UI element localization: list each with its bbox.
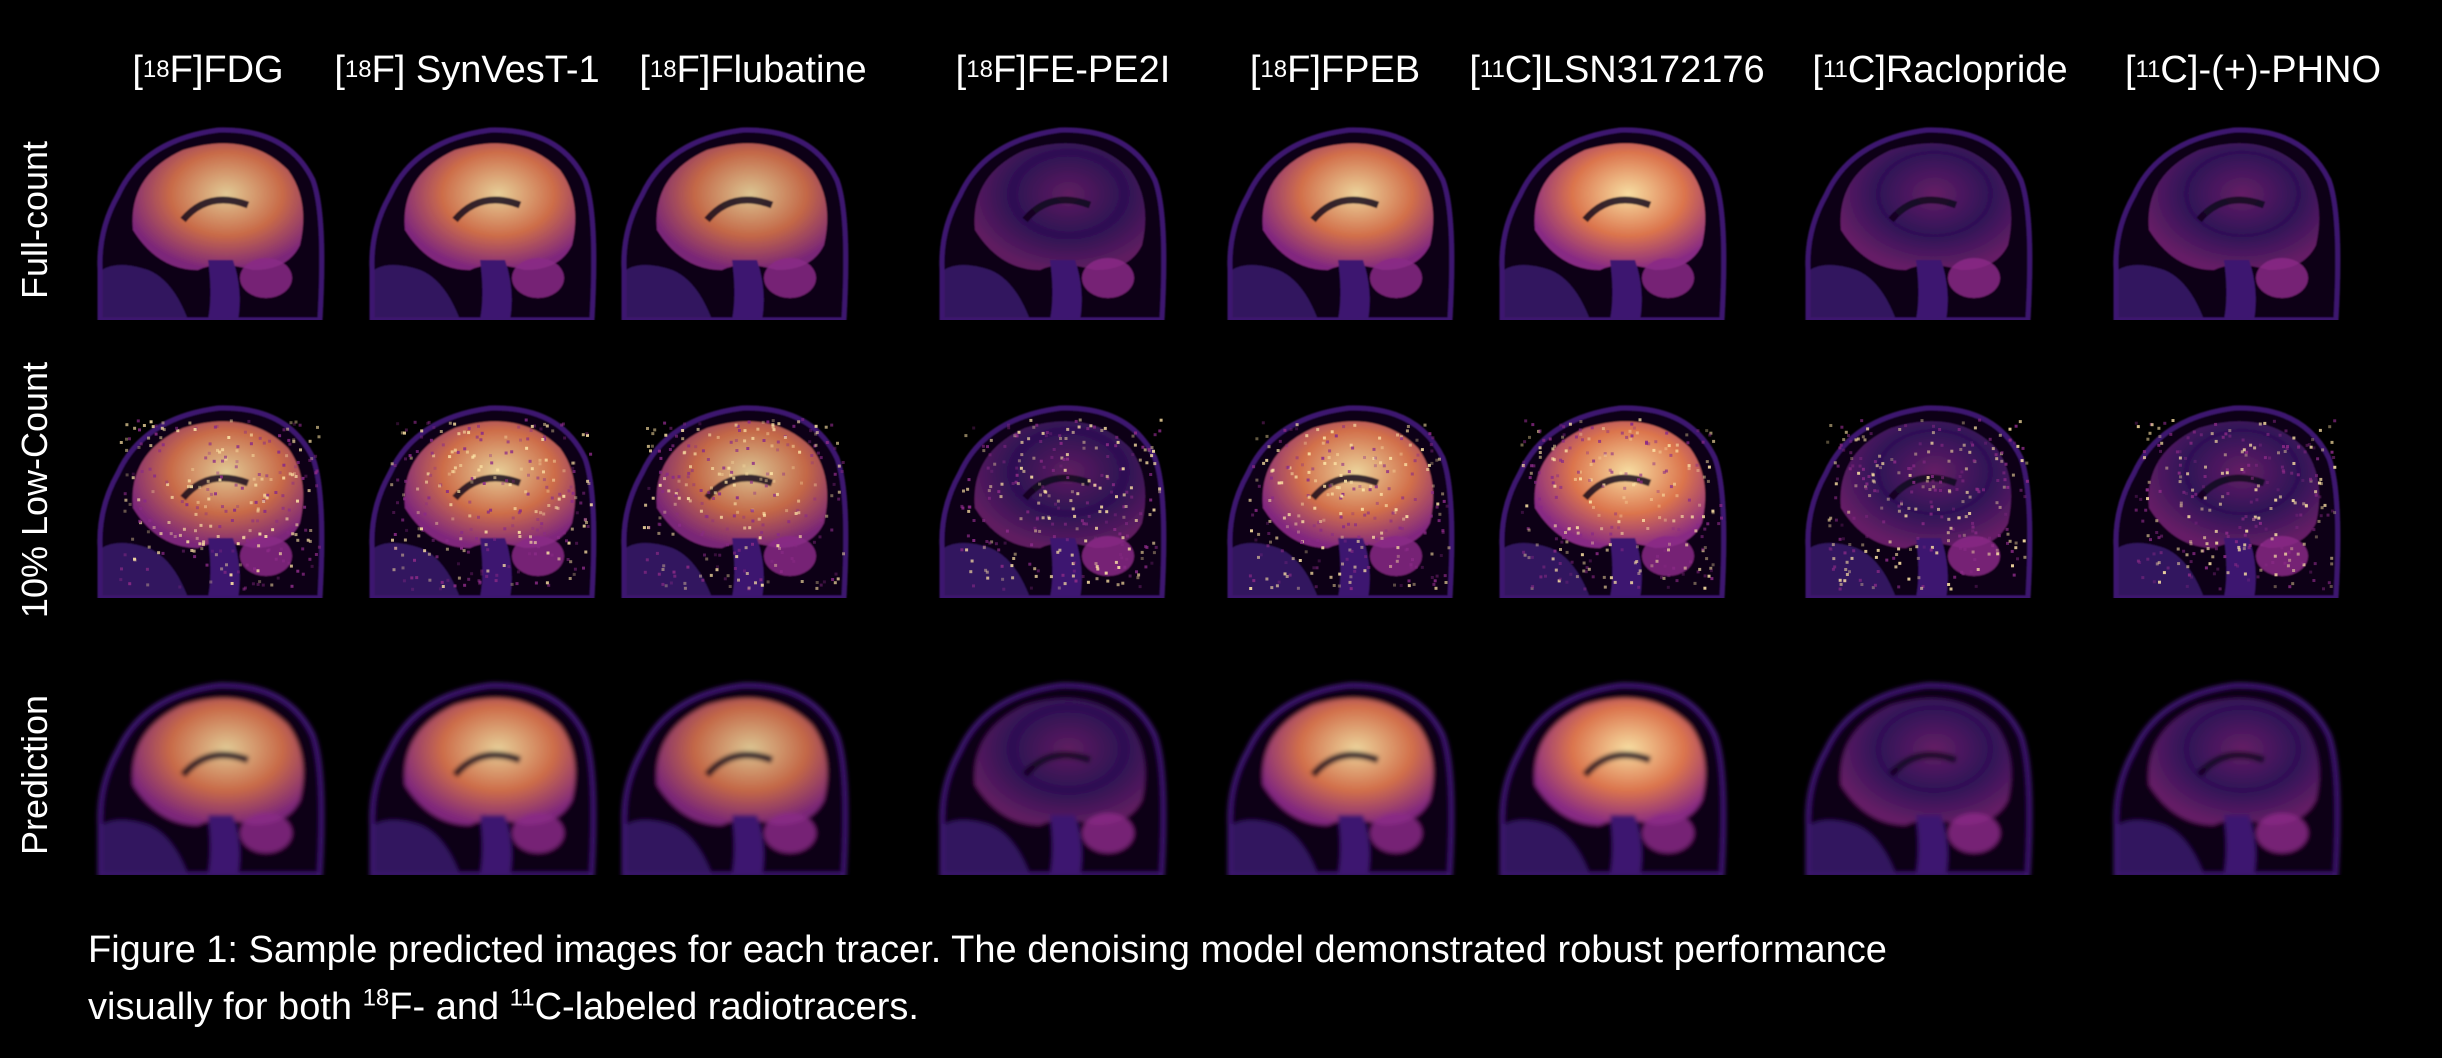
pet-image [88, 398, 328, 598]
pet-image [2104, 675, 2344, 875]
pet-image [1490, 675, 1730, 875]
caption-line-1: Figure 1: Sample predicted images for ea… [88, 929, 1887, 971]
pet-image [1796, 398, 2036, 598]
pet-image [360, 675, 600, 875]
pet-image [930, 675, 1170, 875]
pet-image [1490, 398, 1730, 598]
pet-image [2104, 398, 2344, 598]
pet-image [360, 398, 600, 598]
pet-image [612, 398, 852, 598]
row-label-low-count: 10% Low-Count [14, 361, 55, 619]
pet-image [88, 120, 328, 320]
pet-image [1218, 120, 1458, 320]
pet-image [2104, 120, 2344, 320]
pet-image [1218, 398, 1458, 598]
pet-image [1490, 120, 1730, 320]
pet-image [1796, 120, 2036, 320]
caption-line-2: visually for both 18F- and 11C-labeled r… [88, 984, 919, 1028]
pet-image [612, 120, 852, 320]
pet-image [1796, 675, 2036, 875]
pet-image [930, 398, 1170, 598]
pet-image [1218, 675, 1458, 875]
figure-caption: Figure 1: Sample predicted images for ea… [88, 922, 2408, 1036]
pet-image [930, 120, 1170, 320]
pet-image [612, 675, 852, 875]
row-label-prediction: Prediction [14, 694, 55, 856]
row-label-full-count: Full-count [14, 140, 55, 300]
pet-image [360, 120, 600, 320]
pet-image [88, 675, 328, 875]
